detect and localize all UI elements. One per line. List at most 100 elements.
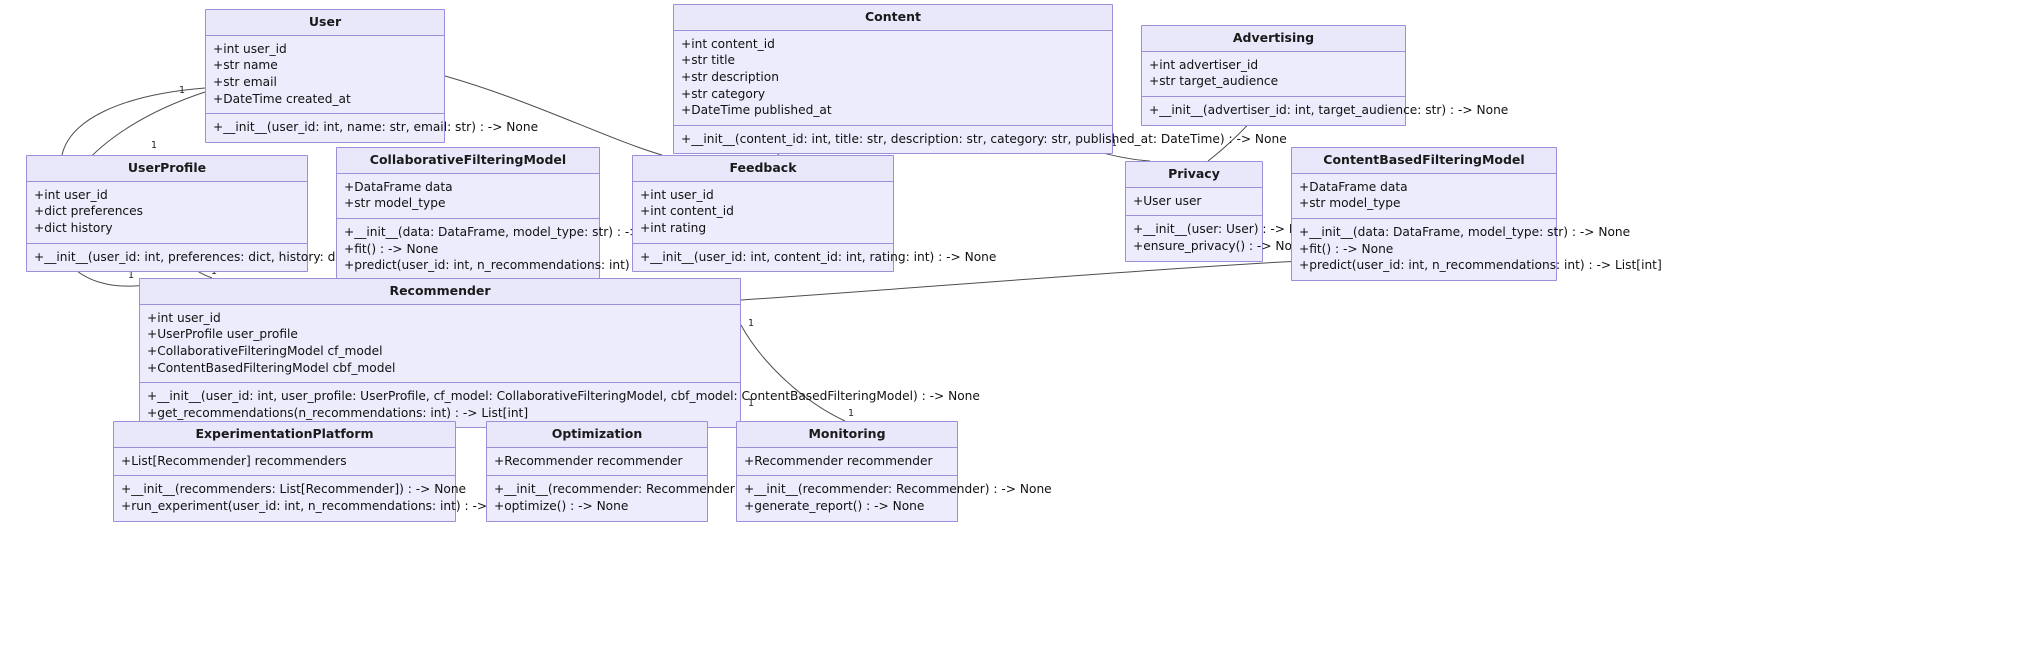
uml-methods-experimentationplatform: +__init__(recommenders: List[Recommender… (114, 475, 596, 521)
uml-attributes-cfmodel: +DataFrame data+str model_type (337, 173, 599, 218)
uml-methods-userprofile: +__init__(user_id: int, preferences: dic… (27, 242, 418, 272)
uml-attribute-row: +int user_id (213, 41, 287, 56)
uml-class-title-advertising: Advertising (1142, 26, 1405, 52)
uml-class-title-monitoring: Monitoring (737, 422, 957, 448)
uml-methods-content: +__init__(content_id: int, title: str, d… (674, 124, 1287, 154)
uml-class-monitoring[interactable]: Monitoring +Recommender recommender +__ini… (736, 421, 1052, 522)
uml-class-title-user: User (206, 10, 444, 36)
uml-attribute-row: +List[Recommender] recommenders (121, 453, 347, 468)
uml-method-row: +__init__(user_id: int, user_profile: Us… (147, 389, 980, 404)
multiplicity-label: 1 (151, 140, 158, 151)
uml-attribute-row: +DateTime published_at (681, 103, 832, 118)
uml-attribute-row: +int user_id (34, 187, 108, 202)
uml-method-row: +__init__(user_id: int, preferences: dic… (34, 249, 418, 264)
uml-method-row: +predict(user_id: int, n_recommendations… (344, 258, 707, 273)
uml-attributes-monitoring: +Recommender recommender (737, 447, 957, 476)
uml-class-title-optimization: Optimization (487, 422, 707, 448)
uml-attribute-row: +str name (213, 58, 278, 73)
uml-attributes-feedback: +int user_id +int content_id+int rating (633, 181, 893, 243)
uml-methods-cbfmodel: +__init__(data: DataFrame, model_type: s… (1292, 217, 1662, 280)
multiplicity-label: 1 (748, 398, 755, 409)
association-edge-user-userprofile (61, 87, 206, 156)
multiplicity-label: 1 (179, 85, 186, 96)
uml-attribute-row: +int content_id (640, 204, 734, 219)
uml-attributes-userprofile: +int user_id +dict preferences+dict histo… (27, 181, 307, 243)
uml-class-recommender[interactable]: Recommender+int user_id+UserProfile user… (139, 278, 980, 429)
uml-methods-monitoring: +__init__(recommender: Recommender) : ->… (737, 475, 1052, 521)
multiplicity-label: 1 (128, 270, 135, 281)
association-edge-recommender-monitoring (740, 324, 846, 422)
uml-method-row: +__init__(recommender: Recommender) : ->… (494, 482, 802, 497)
uml-method-row: +get_recommendations(n_recommendations: … (147, 405, 529, 420)
uml-attribute-row: +int user_id (147, 310, 221, 325)
uml-method-row: +__init__(advertiser_id: int, target_aud… (1149, 102, 1509, 117)
uml-class-content[interactable]: Content +int content_id +str title+str des… (673, 4, 1287, 155)
uml-method-row: +__init__(content_id: int, title: str, d… (681, 131, 1287, 146)
uml-attributes-advertising: +int advertiser_id +str target_audience (1142, 51, 1405, 96)
uml-attribute-row: +CollaborativeFilteringModel cf_model (147, 343, 383, 358)
uml-class-title-privacy: Privacy (1126, 162, 1262, 188)
uml-methods-advertising: +__init__(advertiser_id: int, target_aud… (1142, 95, 1509, 125)
uml-attribute-row: +DateTime created_at (213, 91, 351, 106)
multiplicity-label: 1 (848, 408, 855, 419)
uml-attribute-row: +str email (213, 74, 277, 89)
association-edge-user-feedback (444, 75, 663, 156)
uml-attributes-user: +int user_id +str name+str email +DateTime… (206, 35, 444, 114)
uml-class-title-userprofile: UserProfile (27, 156, 307, 182)
uml-class-title-content: Content (674, 5, 1112, 31)
uml-method-row: +ensure_privacy() : -> None (1133, 238, 1308, 253)
uml-methods-optimization: +__init__(recommender: Recommender) : ->… (487, 475, 802, 521)
uml-class-privacy[interactable]: Privacy +User user +__init__(user: User) :… (1125, 161, 1321, 262)
uml-attribute-row: +str category (681, 86, 766, 101)
uml-attributes-privacy: +User user (1126, 187, 1262, 216)
uml-attribute-row: +str description (681, 69, 779, 84)
uml-class-cbfmodel[interactable]: ContentBasedFilteringModel+DataFrame dat… (1291, 147, 1662, 281)
uml-methods-cfmodel: +__init__(data: DataFrame, model_type: s… (337, 217, 707, 280)
uml-attribute-row: +int content_id (681, 36, 775, 51)
uml-method-row: +__init__(recommenders: List[Recommender… (121, 482, 467, 497)
uml-class-title-experimentationplatform: ExperimentationPlatform (114, 422, 455, 448)
uml-class-optimization[interactable]: Optimization +Recommender recommender +__i… (486, 421, 802, 522)
uml-method-row: +__init__(data: DataFrame, model_type: s… (1299, 224, 1631, 239)
uml-attributes-recommender: +int user_id+UserProfile user_profile+Co… (140, 304, 740, 383)
uml-class-title-cfmodel: CollaborativeFilteringModel (337, 148, 599, 174)
uml-attribute-row: +str model_type (1299, 196, 1401, 211)
uml-attribute-row: +Recommender recommender (744, 453, 933, 468)
uml-class-title-cbfmodel: ContentBasedFilteringModel (1292, 148, 1556, 174)
uml-class-feedback[interactable]: Feedback +int user_id +int content_id+int … (632, 155, 996, 273)
multiplicity-label: 1 (748, 318, 755, 329)
uml-attribute-row: +int advertiser_id (1149, 57, 1259, 72)
uml-method-row: +predict(user_id: int, n_recommendations… (1299, 258, 1662, 273)
uml-methods-privacy: +__init__(user: User) : -> None+ensure_p… (1126, 215, 1321, 261)
uml-method-row: +optimize() : -> None (494, 498, 629, 513)
uml-attributes-optimization: +Recommender recommender (487, 447, 707, 476)
uml-method-row: +__init__(user_id: int, name: str, email… (213, 120, 539, 135)
uml-attributes-experimentationplatform: +List[Recommender] recommenders (114, 447, 455, 476)
uml-attribute-row: +str target_audience (1149, 74, 1279, 89)
uml-method-row: +run_experiment(user_id: int, n_recommen… (121, 498, 596, 513)
uml-attribute-row: +int rating (640, 220, 707, 235)
uml-methods-recommender: +__init__(user_id: int, user_profile: Us… (140, 382, 980, 428)
uml-class-advertising[interactable]: Advertising +int advertiser_id +str target… (1141, 25, 1509, 126)
uml-class-userprofile[interactable]: UserProfile +int user_id +dict preferences… (26, 155, 418, 273)
uml-method-row: +__init__(recommender: Recommender) : ->… (744, 482, 1052, 497)
uml-attribute-row: +dict preferences (34, 204, 143, 219)
uml-attribute-row: +int user_id (640, 187, 714, 202)
uml-class-user[interactable]: User +int user_id +str name+str email +Date… (205, 9, 539, 143)
uml-attribute-row: +Recommender recommender (494, 453, 683, 468)
uml-attribute-row: +User user (1133, 193, 1202, 208)
uml-method-row: +fit() : -> None (344, 241, 439, 256)
uml-class-cfmodel[interactable]: CollaborativeFilteringModel+DataFrame da… (336, 147, 707, 281)
uml-attribute-row: +DataFrame data (1299, 179, 1408, 194)
uml-attribute-row: +str title (681, 53, 736, 68)
uml-attributes-cbfmodel: +DataFrame data +str model_type (1292, 173, 1556, 218)
uml-attribute-row: +dict history (34, 220, 113, 235)
uml-method-row: +__init__(data: DataFrame, model_type: s… (344, 224, 676, 239)
uml-class-experimentationplatform[interactable]: ExperimentationPlatform +List[Recommender… (113, 421, 596, 522)
uml-attributes-content: +int content_id +str title+str descriptio… (674, 30, 1112, 125)
uml-attribute-row: +DataFrame data (344, 179, 453, 194)
multiplicity-label: 1 (1111, 138, 1118, 149)
uml-class-title-feedback: Feedback (633, 156, 893, 182)
uml-method-row: +fit() : -> None (1299, 241, 1394, 256)
